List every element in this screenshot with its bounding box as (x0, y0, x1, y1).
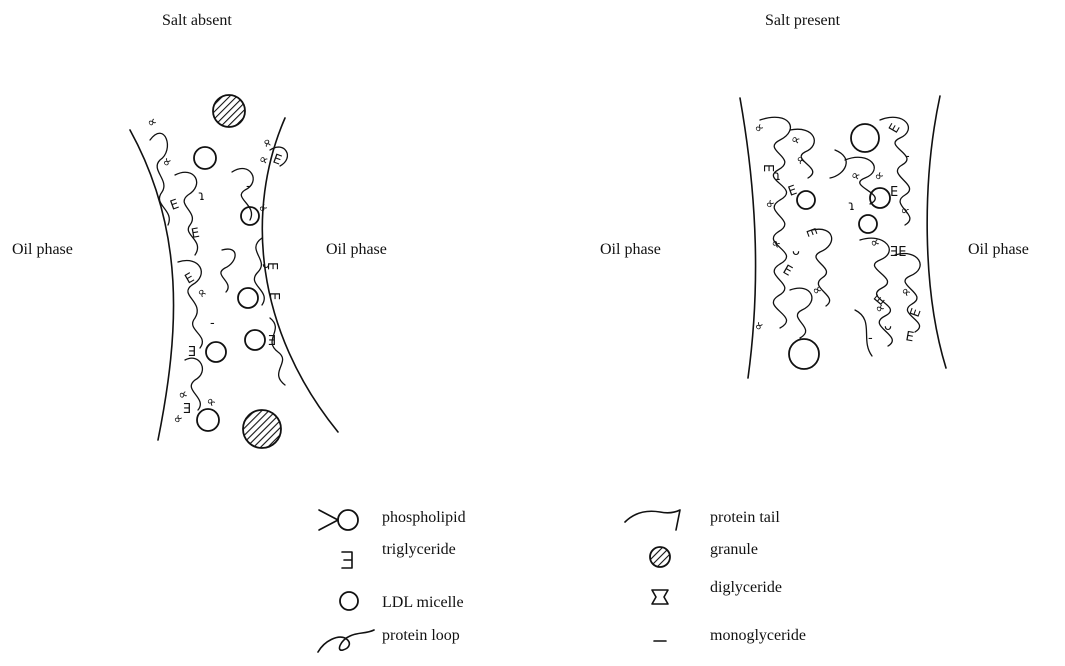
triglyceride-icon: E (266, 292, 281, 300)
triglyceride-icon: E (890, 185, 898, 200)
right-interface-right-boundary (927, 96, 946, 368)
legend-protein-loop-label: protein loop (382, 627, 460, 645)
triglyceride-icon: E (190, 226, 201, 242)
ldl-micelle-icon (238, 288, 258, 308)
protein-tail-icon (625, 510, 680, 530)
ldl-micelle-icon (859, 215, 877, 233)
triglyceride-icon: Ǝ (183, 402, 191, 417)
ldl-micelle-icon (340, 592, 358, 610)
monoglyceride-icon: - (868, 331, 873, 346)
protein-loop-icon (270, 318, 285, 385)
triglyceride-icon: E (904, 329, 915, 345)
legend-ldl-micelle-label: LDL micelle (382, 594, 464, 612)
protein-loop-icon (760, 117, 790, 328)
protein-loop-icon (790, 288, 812, 338)
triglyceride-icon: E (183, 270, 198, 287)
phospholipid-icon: ∝ (751, 120, 768, 137)
phospholipid-icon: ∝ (768, 235, 784, 253)
granule-icon (213, 95, 245, 127)
triglyceride-icon: E (886, 121, 903, 136)
triglyceride-icon: Ǝ (188, 345, 196, 360)
protein-loop-icon (318, 630, 374, 652)
ldl-micelle-icon (197, 409, 219, 431)
diglyceride-icon: ᴗ (262, 257, 270, 272)
diglyceride-icon: ɿ (848, 199, 855, 214)
monoglyceride-icon: - (210, 316, 215, 331)
triglyceride-icon: E (168, 197, 181, 214)
phospholipid-icon: ∝ (897, 284, 914, 301)
triglyceride-icon: Ǝ (268, 334, 276, 349)
phospholipid-icon: ∝ (792, 153, 810, 169)
ldl-micelle-icon (789, 339, 819, 369)
granule-icon (243, 410, 281, 448)
legend-granule-label: granule (710, 541, 758, 559)
phospholipid-icon: ∝ (789, 132, 803, 149)
diglyceride-icon: ᴗ (792, 244, 800, 259)
ldl-micelle-icon (206, 342, 226, 362)
triglyceride-icon: ƎE (890, 245, 906, 260)
salt-absent-film: ∝ ∝ ∝ ∝ ∝ ∝ ∝ ∝ ∝ E E E E E Ǝ Ǝ Ǝ E ɿ - … (130, 95, 338, 448)
triglyceride-icon (342, 552, 352, 568)
triglyceride-icon: E (802, 226, 819, 239)
phospholipid-icon: ∝ (762, 196, 779, 213)
left-interface-left-boundary (130, 130, 174, 440)
diglyceride-icon: ɿ (774, 169, 781, 184)
protein-loop-icon (221, 249, 235, 292)
ldl-micelle-icon (194, 147, 216, 169)
phospholipid-icon: ∝ (202, 394, 219, 411)
triglyceride-icon: E (760, 164, 775, 172)
legend-phospholipid-label: phospholipid (382, 509, 466, 527)
ldl-micelle-icon (851, 124, 879, 152)
diglyceride-icon (652, 590, 668, 604)
legend-diglyceride-label: diglyceride (710, 579, 782, 597)
legend-protein-tail-label: protein tail (710, 509, 780, 527)
triglyceride-icon: E (780, 262, 795, 279)
phospholipid-icon: ∝ (145, 114, 161, 132)
phospholipid-icon: ∝ (193, 285, 210, 302)
right-interface-left-boundary (740, 98, 756, 378)
ldl-micelle-icon (870, 188, 890, 208)
salt-present-film: ∝ ∝ ∝ ∝ ∝ ∝ ∝ ∝ ∝ ∝ ∝ ∝ ∝ E E E E E E ƎE… (740, 96, 946, 378)
phospholipid-icon: ∝ (158, 154, 176, 170)
triglyceride-icon: E (908, 307, 925, 320)
protein-loop-icon (175, 172, 198, 255)
monoglyceride-icon: - (246, 179, 251, 194)
legend-monoglyceride-label: monoglyceride (710, 627, 806, 645)
phospholipid-icon: ∝ (868, 234, 882, 251)
legend (318, 510, 680, 652)
phospholipid-icon: ∝ (871, 168, 888, 185)
diglyceride-icon: ᴗ (884, 319, 892, 334)
ldl-micelle-icon (797, 191, 815, 209)
monoglyceride-icon: - (905, 149, 910, 164)
triglyceride-icon: E (786, 183, 799, 200)
ldl-micelle-icon (245, 330, 265, 350)
protein-tail-icon (830, 150, 846, 178)
phospholipid-icon (319, 510, 358, 530)
diglyceride-icon: ɿ (198, 189, 205, 204)
legend-triglyceride-label: triglyceride (382, 541, 456, 559)
granule-icon (650, 547, 670, 567)
